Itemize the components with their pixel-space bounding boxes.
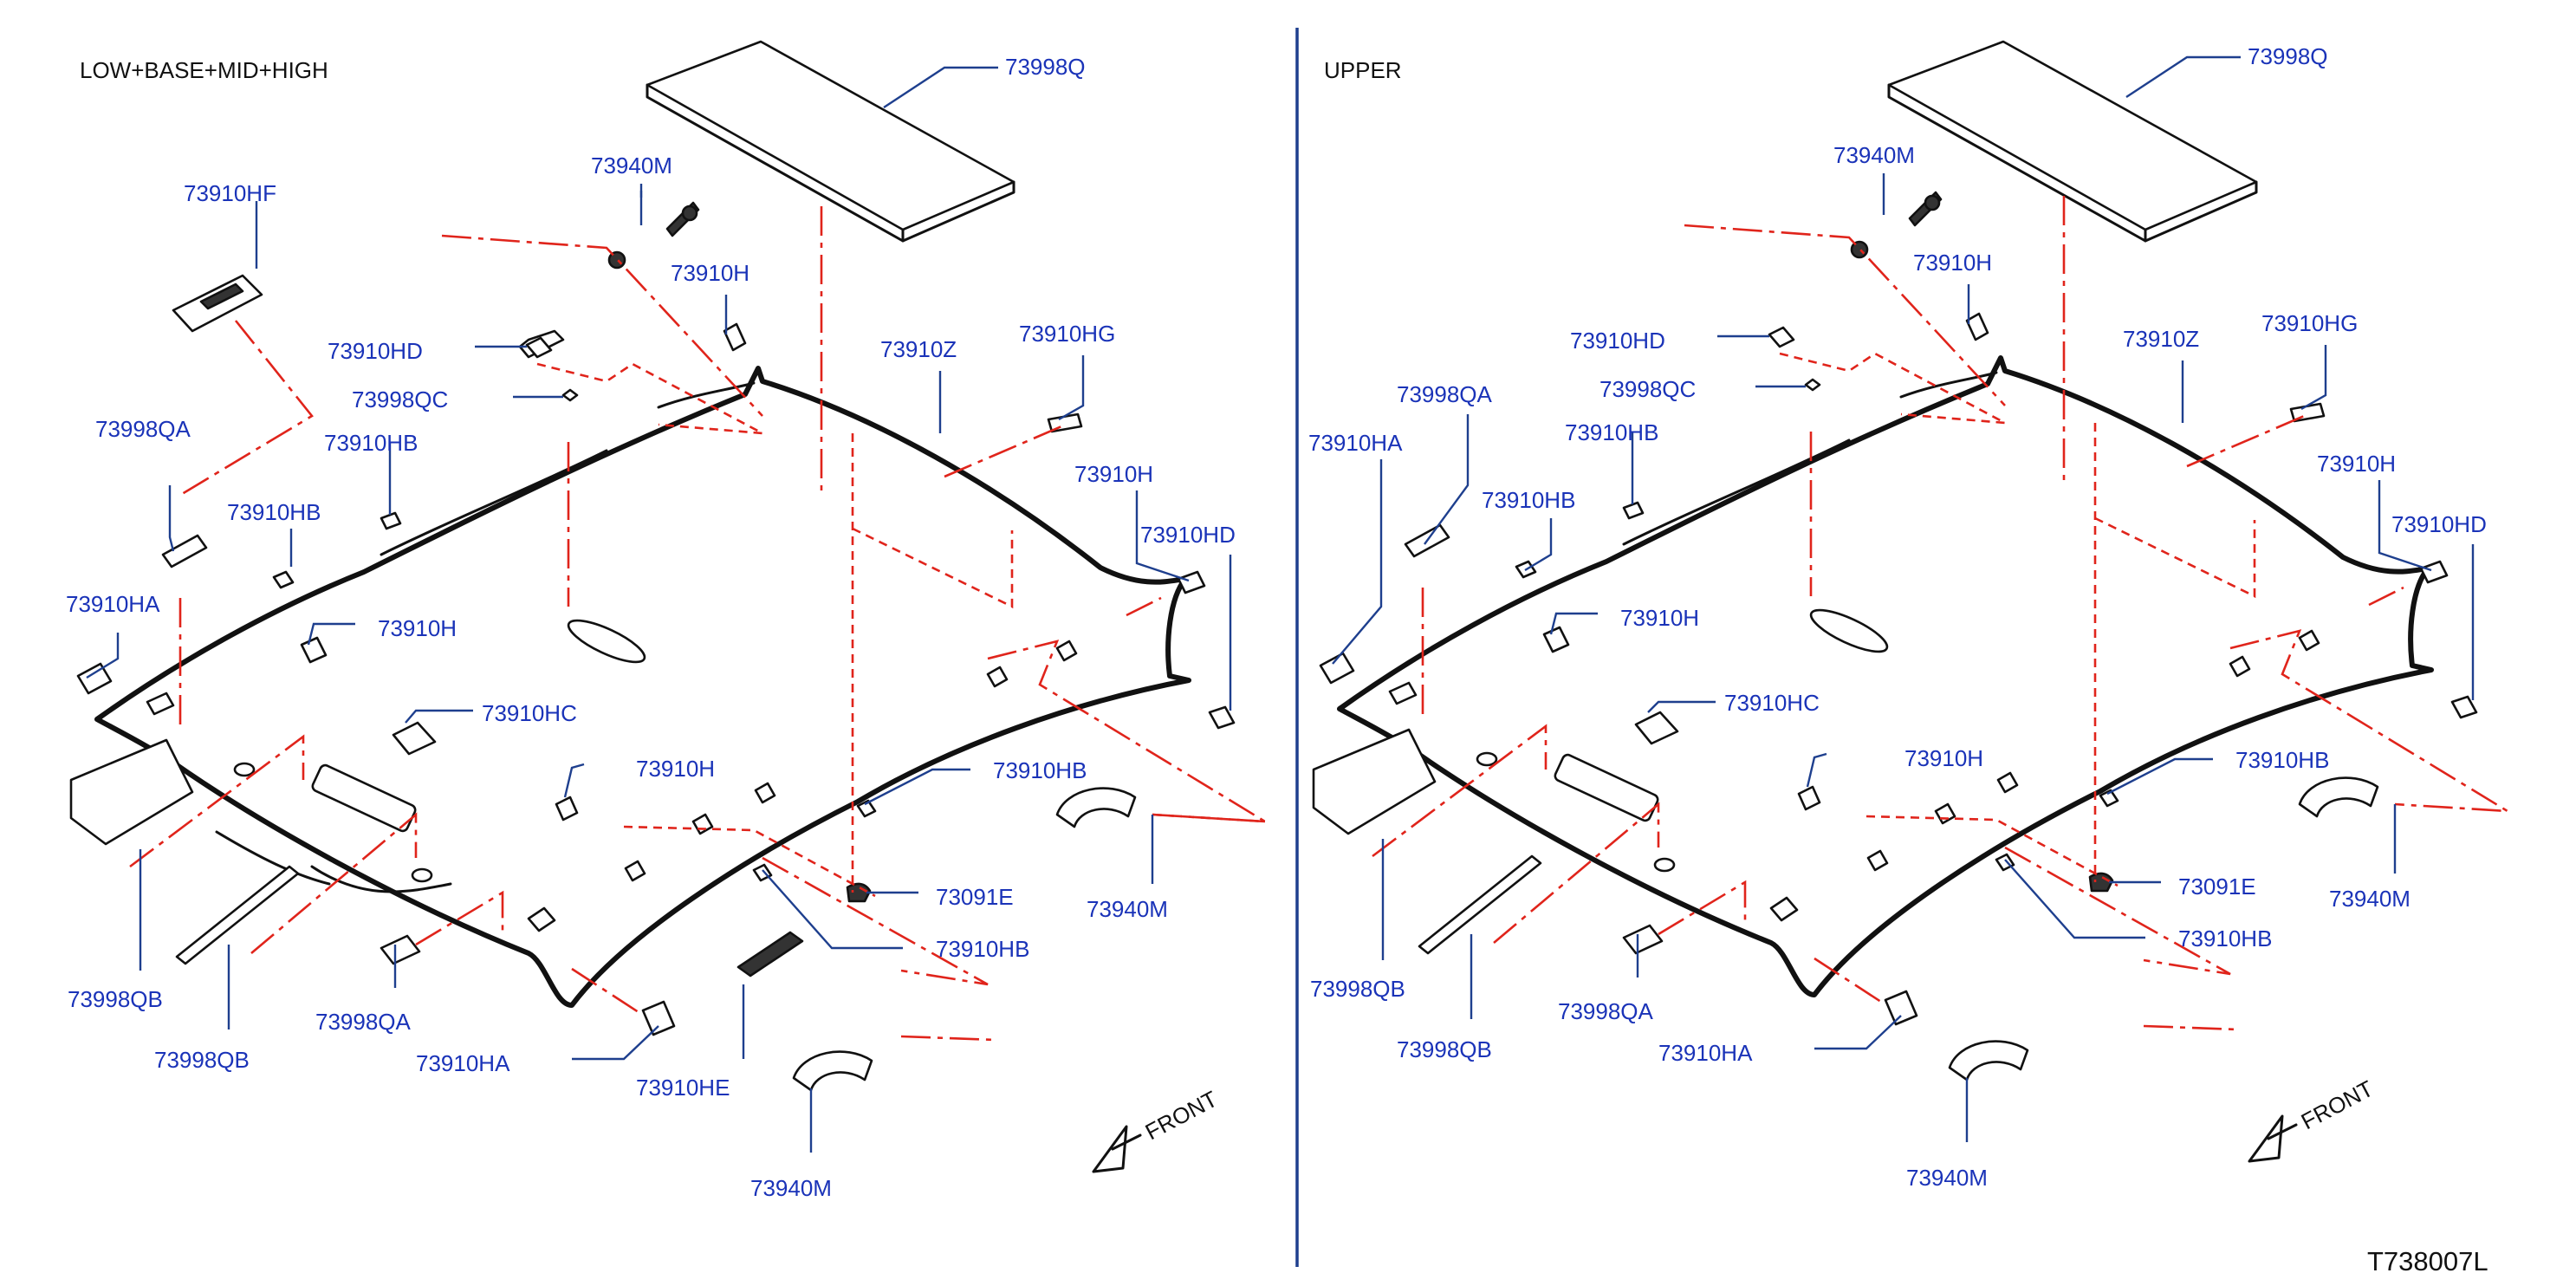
sunroof-pad-part <box>646 40 1015 243</box>
label-73998QB: 73998QB <box>68 986 163 1012</box>
label-73910HB: 73910HB <box>936 936 1029 962</box>
label-73910Z: 73910Z <box>880 336 957 362</box>
left-panel: LOW+BASE+MID+HIGH <box>66 40 1266 1201</box>
label-73910HA: 73910HA <box>1308 430 1403 456</box>
label-73998QB: 73998QB <box>1310 976 1405 1002</box>
label-73910HD: 73910HD <box>328 338 423 364</box>
label-73910HB: 73910HB <box>2235 747 2329 773</box>
label-73998QA: 73998QA <box>1558 998 1654 1024</box>
right-small-parts <box>1312 191 2478 1081</box>
label-73998QB: 73998QB <box>154 1047 250 1073</box>
label-73910HB: 73910HB <box>993 757 1087 783</box>
label-73940M: 73940M <box>1906 1165 1988 1191</box>
sunroof-pad-part <box>1887 40 2258 243</box>
label-73998QA: 73998QA <box>1397 381 1493 407</box>
left-phantom-lines <box>129 206 1266 1042</box>
label-73910HB: 73910HB <box>1482 487 1575 513</box>
label-73940M: 73940M <box>1087 896 1168 922</box>
label-73910HB: 73910HB <box>324 430 418 456</box>
label-73910H: 73910H <box>636 756 715 782</box>
label-73910H: 73910H <box>378 615 457 641</box>
label-73910HF: 73910HF <box>184 180 276 206</box>
label-73910HC: 73910HC <box>482 700 577 726</box>
label-73910H: 73910H <box>1904 745 1983 771</box>
front-arrow: FRONT <box>2248 1075 2378 1163</box>
label-73910Z: 73910Z <box>2123 326 2199 352</box>
label-73910HA: 73910HA <box>416 1050 510 1076</box>
label-73910HC: 73910HC <box>1724 690 1820 716</box>
label-73910HB: 73910HB <box>227 499 321 525</box>
label-73910HG: 73910HG <box>2261 310 2358 336</box>
right-panel-title: UPPER <box>1324 57 1402 83</box>
label-73910H: 73910H <box>2317 451 2396 477</box>
label-73910HA: 73910HA <box>66 591 160 617</box>
label-73910H: 73910H <box>1074 461 1153 487</box>
label-73998QC: 73998QC <box>352 386 448 412</box>
right-panel: UPPER <box>1308 40 2508 1191</box>
left-leader-lines <box>86 66 1232 1153</box>
front-label: FRONT <box>1141 1086 1222 1146</box>
front-label: FRONT <box>2297 1075 2378 1135</box>
label-73998QB: 73998QB <box>1397 1036 1492 1062</box>
label-73910HD: 73910HD <box>2391 511 2487 537</box>
label-73940M: 73940M <box>1833 142 1915 168</box>
label-73910HD: 73910HD <box>1570 328 1665 354</box>
label-73998QA: 73998QA <box>315 1009 412 1035</box>
label-73910HB: 73910HB <box>1565 419 1658 445</box>
label-73910HB: 73910HB <box>2178 926 2272 952</box>
label-73091E: 73091E <box>936 884 1014 910</box>
label-73940M: 73940M <box>2329 886 2411 912</box>
left-small-parts <box>69 201 1236 1092</box>
label-73998Q: 73998Q <box>2248 43 2328 69</box>
label-73910HG: 73910HG <box>1019 321 1115 347</box>
headliner-outline <box>1337 355 2434 997</box>
label-73091E: 73091E <box>2178 874 2256 900</box>
right-phantom-lines <box>1372 196 2508 1031</box>
label-73910H: 73910H <box>671 260 749 286</box>
label-73998QA: 73998QA <box>95 416 191 442</box>
left-part-labels: 73998Q 73940M 73910HF 73910H 73910Z 7391… <box>66 54 1236 1201</box>
front-arrow: FRONT <box>1092 1086 1222 1173</box>
label-73940M: 73940M <box>750 1175 832 1201</box>
label-73910H: 73910H <box>1620 605 1699 631</box>
right-part-labels: 73998Q 73940M 73910H 73910Z 73910HG 7391… <box>1308 43 2487 1191</box>
label-73998Q: 73998Q <box>1005 54 1086 80</box>
right-leader-lines <box>1332 55 2475 1142</box>
label-73998QC: 73998QC <box>1599 376 1696 402</box>
diagram-code: T738007L <box>2367 1246 2488 1276</box>
label-73910HA: 73910HA <box>1658 1040 1753 1066</box>
label-73940M: 73940M <box>591 153 672 179</box>
left-panel-title: LOW+BASE+MID+HIGH <box>80 57 328 83</box>
headliner-outline <box>94 366 1191 1008</box>
label-73910HE: 73910HE <box>636 1075 730 1101</box>
label-73910HD: 73910HD <box>1140 522 1236 548</box>
label-73910H: 73910H <box>1913 250 1992 276</box>
